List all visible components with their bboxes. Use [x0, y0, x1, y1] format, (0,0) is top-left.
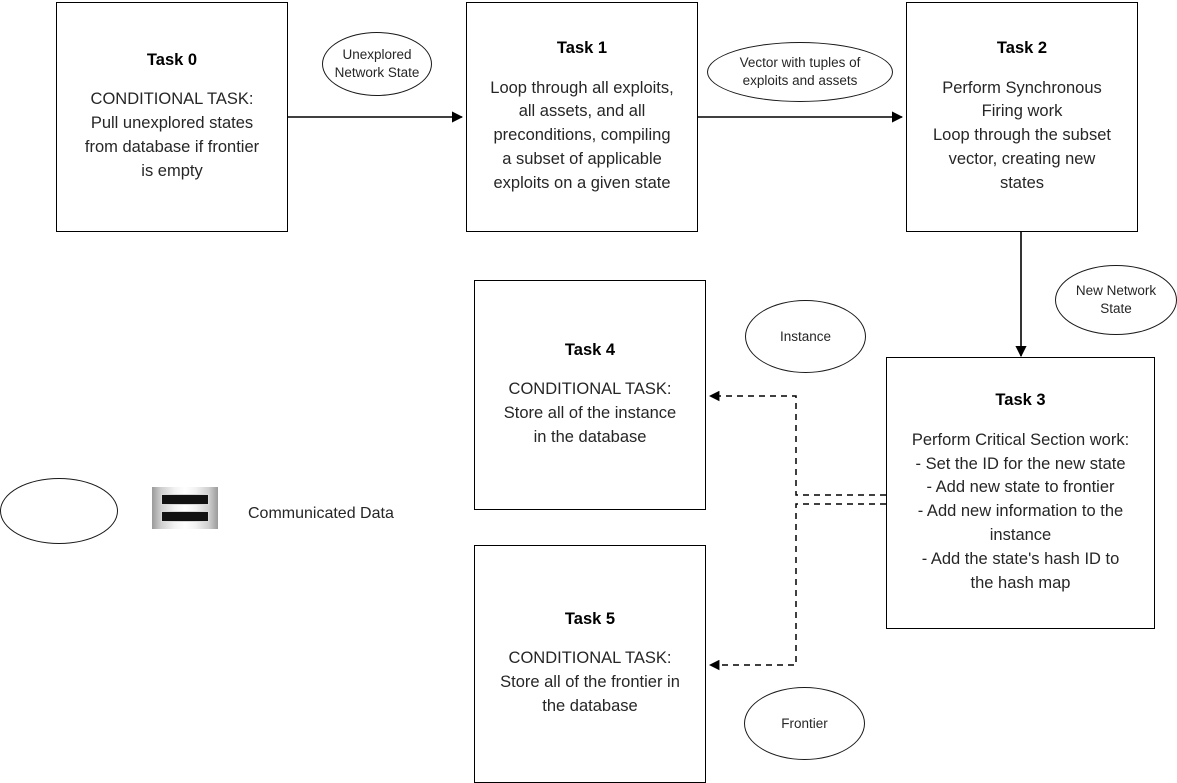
node-task1[interactable]: Task 1 Loop through all exploits, all as…	[466, 2, 698, 232]
node-task4[interactable]: Task 4 CONDITIONAL TASK: Store all of th…	[474, 280, 706, 510]
node-task3-body: Perform Critical Section work: - Set the…	[911, 430, 1130, 593]
node-task3-title: Task 3	[995, 390, 1046, 409]
node-task0-title: Task 0	[146, 50, 198, 69]
node-task2-title: Task 2	[996, 38, 1048, 57]
data-label-frontier-text: Frontier	[781, 715, 828, 731]
data-label-unexplored-network-state[interactable]: Unexplored Network State	[322, 32, 432, 96]
node-task3[interactable]: Task 3 Perform Critical Section work: - …	[886, 357, 1155, 629]
data-label-instance[interactable]: Instance	[745, 300, 866, 373]
icon-bar-bottom	[160, 511, 210, 522]
data-label-new-network-state-text: New Network State	[1075, 283, 1157, 316]
node-task4-body: CONDITIONAL TASK: Store all of the insta…	[503, 380, 677, 447]
node-task0[interactable]: Task 0 CONDITIONAL TASK: Pull unexplored…	[56, 2, 288, 232]
node-task5-body: CONDITIONAL TASK: Store all of the front…	[500, 649, 680, 716]
node-task1-body: Loop through all exploits, all assets, a…	[490, 78, 674, 193]
communicated-data-icon	[152, 487, 218, 529]
data-label-vector-tuples[interactable]: Vector with tuples of exploits and asset…	[707, 42, 893, 102]
node-task2[interactable]: Task 2 Perform Synchronous Firing work L…	[906, 2, 1138, 232]
legend-label-communicated-data: Communicated Data	[248, 505, 394, 522]
node-task1-title: Task 1	[556, 38, 608, 57]
data-label-instance-text: Instance	[779, 328, 832, 344]
data-label-new-network-state[interactable]: New Network State	[1055, 265, 1177, 335]
icon-bar-top	[160, 494, 210, 505]
data-label-unexplored-network-state-text: Unexplored Network State	[334, 47, 420, 80]
data-label-frontier[interactable]: Frontier	[744, 687, 865, 760]
data-label-vector-tuples-text: Vector with tuples of exploits and asset…	[739, 55, 861, 88]
edge-task3-to-task4	[708, 390, 886, 496]
node-task5-title: Task 5	[564, 609, 616, 628]
node-task4-title: Task 4	[564, 340, 616, 359]
node-task5[interactable]: Task 5 CONDITIONAL TASK: Store all of th…	[474, 545, 706, 783]
edge-task3-to-task5	[708, 503, 886, 671]
legend-ellipse-shape	[0, 478, 118, 544]
node-task0-body: CONDITIONAL TASK: Pull unexplored states…	[84, 90, 260, 181]
node-task2-body: Perform Synchronous Firing work Loop thr…	[933, 78, 1111, 193]
